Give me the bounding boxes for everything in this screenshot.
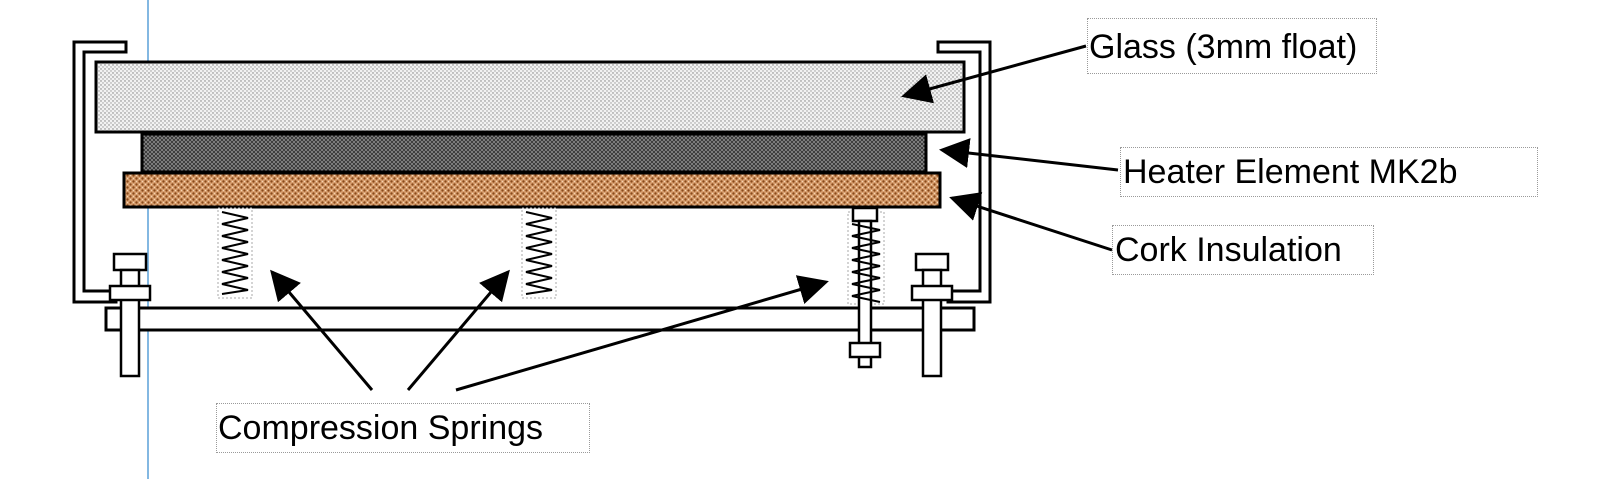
heater-label-frame [1120, 147, 1538, 197]
left-mounting-bolt [108, 252, 152, 378]
compression-spring-middle [521, 207, 557, 299]
springs-label: Compression Springs [218, 409, 544, 447]
cork-layer [122, 171, 942, 209]
heater-arrow [939, 138, 1119, 172]
base-plate [104, 306, 976, 332]
right-mounting-bolt [910, 252, 954, 378]
compression-spring-left [217, 207, 253, 299]
compression-spring-right-with-bolt [847, 206, 885, 369]
glass-label-frame [1087, 18, 1377, 74]
cork-label: Cork Insulation [1115, 231, 1342, 269]
glass-arrow [901, 44, 1087, 104]
heater-label: Heater Element MK2b [1123, 153, 1458, 191]
left-frame-bracket [72, 40, 128, 304]
heater-element [140, 132, 928, 174]
springs-label-frame [216, 403, 590, 453]
spring-arrow-right [455, 275, 829, 392]
cork-label-frame [1112, 225, 1374, 275]
glass-plate [94, 60, 966, 134]
spring-arrow-middle [406, 269, 510, 391]
spring-arrow-left [270, 269, 374, 391]
glass-label: Glass (3mm float) [1089, 28, 1358, 66]
cork-arrow [949, 192, 1113, 252]
